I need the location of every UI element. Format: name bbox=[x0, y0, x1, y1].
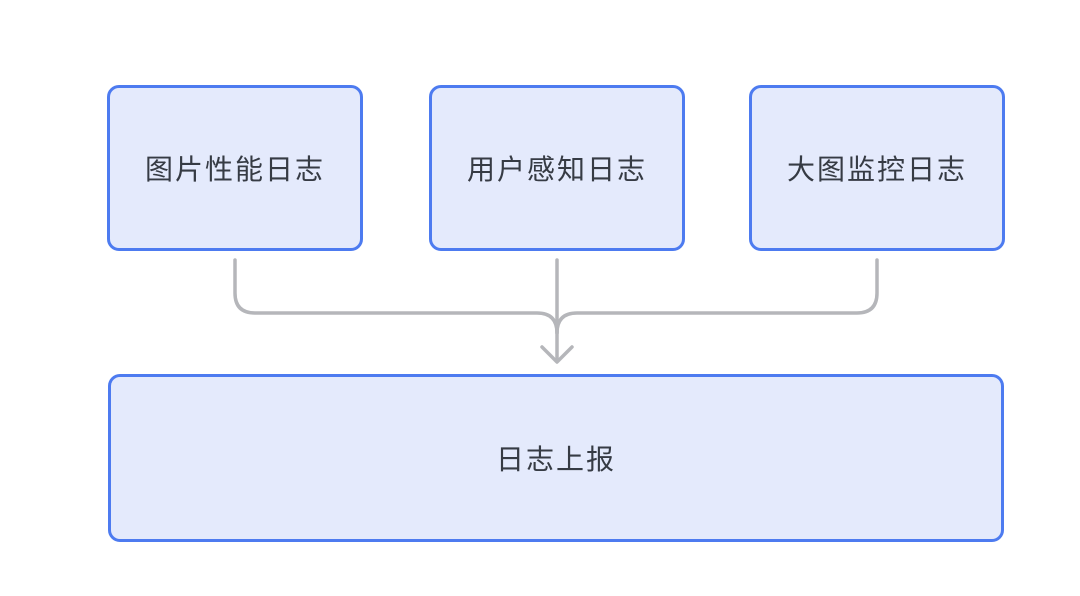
node-user-perception-log: 用户感知日志 bbox=[429, 85, 685, 251]
node-large-image-monitor-log: 大图监控日志 bbox=[749, 85, 1005, 251]
edge-left-connector bbox=[233, 258, 559, 335]
edge-right-connector bbox=[555, 258, 879, 335]
node-label: 日志上报 bbox=[495, 444, 616, 475]
node-image-performance-log: 图片性能日志 bbox=[107, 85, 363, 251]
node-label: 大图监控日志 bbox=[786, 154, 967, 185]
arrowhead-down-icon bbox=[540, 345, 574, 364]
node-log-report: 日志上报 bbox=[108, 374, 1004, 542]
node-label: 图片性能日志 bbox=[144, 154, 325, 185]
node-label: 用户感知日志 bbox=[466, 154, 647, 185]
